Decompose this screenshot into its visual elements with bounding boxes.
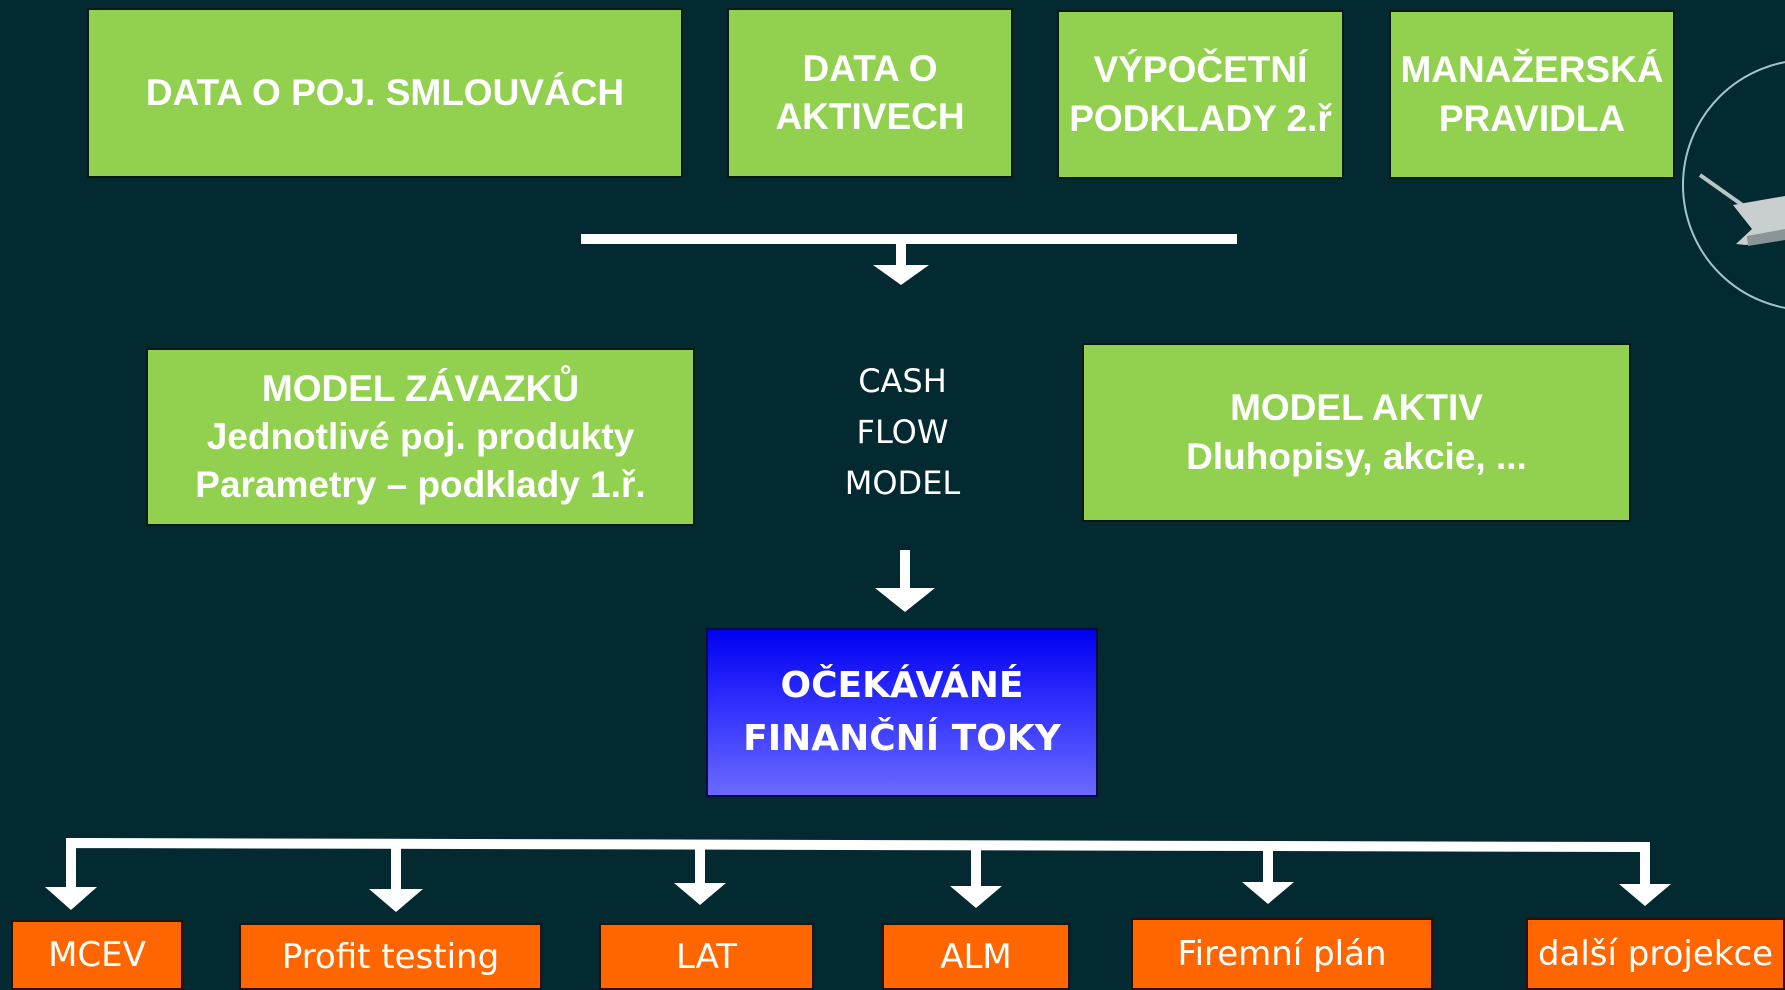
use-label-firemni-plan: Firemní plán bbox=[1177, 934, 1387, 974]
expected-flows-line-1: OČEKÁVÁNÉ bbox=[780, 665, 1024, 707]
expected-flows-box: OČEKÁVÁNÉ FINANČNÍ TOKY bbox=[706, 628, 1098, 797]
use-box-profit-testing: Profit testing bbox=[239, 923, 542, 990]
asset-data-box: DATA O AKTIVECH bbox=[727, 8, 1013, 178]
mgmt-rules-label-line-1: MANAŽERSKÁ bbox=[1400, 49, 1664, 91]
assets-model-box: MODEL AKTIV Dluhopisy, akcie, ... bbox=[1082, 343, 1631, 522]
cash-flow-model-label: CASH FLOW MODEL bbox=[800, 356, 1005, 509]
calc-basis-label-line-1: VÝPOČETNÍ bbox=[1093, 49, 1308, 91]
liabilities-model-line-2: Jednotlivé poj. produkty bbox=[206, 415, 635, 457]
assets-model-line-2: Dluhopisy, akcie, ... bbox=[1186, 435, 1527, 477]
branch-arrow-head-2 bbox=[369, 889, 423, 912]
use-box-alm: ALM bbox=[882, 923, 1070, 990]
calc-basis-label-line-2: PODKLADY 2.ř bbox=[1069, 97, 1332, 139]
input-arrow-head bbox=[873, 265, 929, 285]
asset-data-label-line-2: AKTIVECH bbox=[775, 96, 965, 137]
policy-data-label: DATA O POJ. SMLOUVÁCH bbox=[145, 71, 625, 113]
cash-flow-line-1: CASH bbox=[858, 362, 947, 400]
use-box-firemni-plan: Firemní plán bbox=[1131, 918, 1433, 990]
cash-flow-line-2: FLOW bbox=[856, 413, 949, 451]
policy-data-box: DATA O POJ. SMLOUVÁCH bbox=[87, 8, 683, 178]
use-box-dalsi-projekce: další projekce bbox=[1526, 918, 1785, 990]
branch-arrow-head-3 bbox=[674, 883, 726, 905]
use-label-dalsi-projekce: další projekce bbox=[1537, 934, 1774, 974]
use-label-alm: ALM bbox=[940, 936, 1012, 977]
liabilities-model-box: MODEL ZÁVAZKŮ Jednotlivé poj. produkty P… bbox=[146, 348, 695, 526]
use-box-mcev: MCEV bbox=[11, 920, 183, 990]
mgmt-rules-box: MANAŽERSKÁ PRAVIDLA bbox=[1389, 10, 1675, 179]
liabilities-model-line-3: Parametry – podklady 1.ř. bbox=[195, 464, 646, 506]
branch-arrow-head-5 bbox=[1242, 882, 1294, 904]
asset-data-label-line-1: DATA O bbox=[802, 47, 938, 89]
liabilities-model-title: MODEL ZÁVAZKŮ bbox=[261, 367, 580, 409]
use-label-profit-testing: Profit testing bbox=[281, 936, 500, 977]
calc-basis-box: VÝPOČETNÍ PODKLADY 2.ř bbox=[1057, 10, 1344, 179]
use-label-lat: LAT bbox=[675, 936, 738, 977]
assets-model-title: MODEL AKTIV bbox=[1230, 387, 1483, 429]
use-box-lat: LAT bbox=[599, 923, 814, 990]
use-label-mcev: MCEV bbox=[48, 935, 146, 975]
mgmt-rules-label-line-2: PRAVIDLA bbox=[1438, 97, 1626, 139]
branch-arrow-head-1 bbox=[45, 887, 97, 910]
expected-flows-line-2: FINANČNÍ TOKY bbox=[743, 717, 1061, 759]
cash-flow-line-3: MODEL bbox=[844, 464, 961, 502]
branch-arrow-head-6 bbox=[1619, 884, 1671, 906]
model-arrow-head bbox=[875, 588, 935, 612]
branch-arrow-head-4 bbox=[950, 886, 1002, 908]
